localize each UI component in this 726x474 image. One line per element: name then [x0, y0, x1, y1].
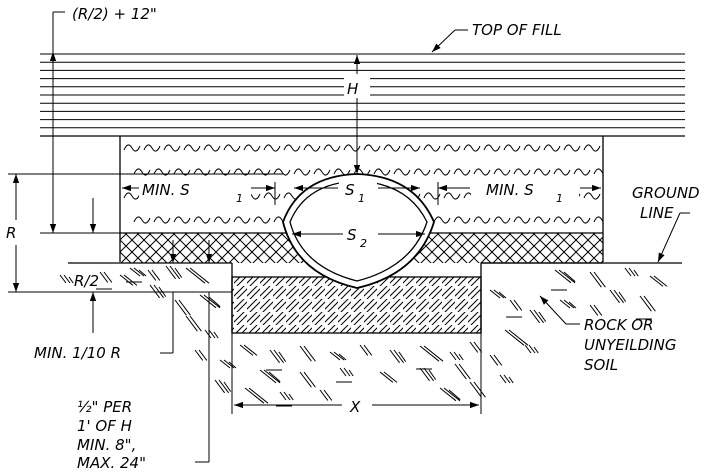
label-s1: S — [345, 181, 355, 199]
label-bedding-3: MIN. 8", — [77, 436, 136, 454]
pipe — [282, 173, 435, 289]
label-s2: S — [347, 226, 357, 244]
label-min-s1-right: MIN. S — [486, 181, 534, 199]
label-h: H — [347, 80, 358, 98]
label-x: X — [349, 398, 361, 416]
label-rock-1: ROCK OR — [584, 316, 654, 334]
label-bedding-2: 1' OF H — [77, 417, 132, 435]
label-top-of-fill: TOP OF FILL — [472, 21, 562, 39]
label-r2-plus-12: (R/2) + 12" — [72, 5, 157, 23]
label-rock-3: SOIL — [584, 356, 618, 374]
label-min-s1-right-sub: 1 — [556, 192, 563, 205]
rock-hatching — [59, 265, 668, 407]
label-min-1-10-r: MIN. 1/10 R — [34, 344, 121, 362]
label-s2-sub: 2 — [360, 237, 367, 250]
label-ground-1: GROUND — [632, 184, 700, 202]
label-ground-2: LINE — [640, 204, 674, 222]
label-s1-sub: 1 — [358, 192, 365, 205]
label-r: R — [6, 224, 16, 242]
label-bedding-4: MAX. 24" — [77, 454, 146, 472]
label-bedding-1: ½" PER — [77, 398, 132, 416]
label-rock-2: UNYEILDING — [584, 336, 676, 354]
label-min-s1-left-sub: 1 — [236, 192, 243, 205]
label-min-s1-left: MIN. S — [142, 181, 190, 199]
label-r-half: R/2 — [74, 272, 99, 290]
labels: (R/2) + 12" TOP OF FILL H R R/2 MIN. S 1… — [6, 5, 700, 472]
dimension-lines — [8, 11, 690, 463]
